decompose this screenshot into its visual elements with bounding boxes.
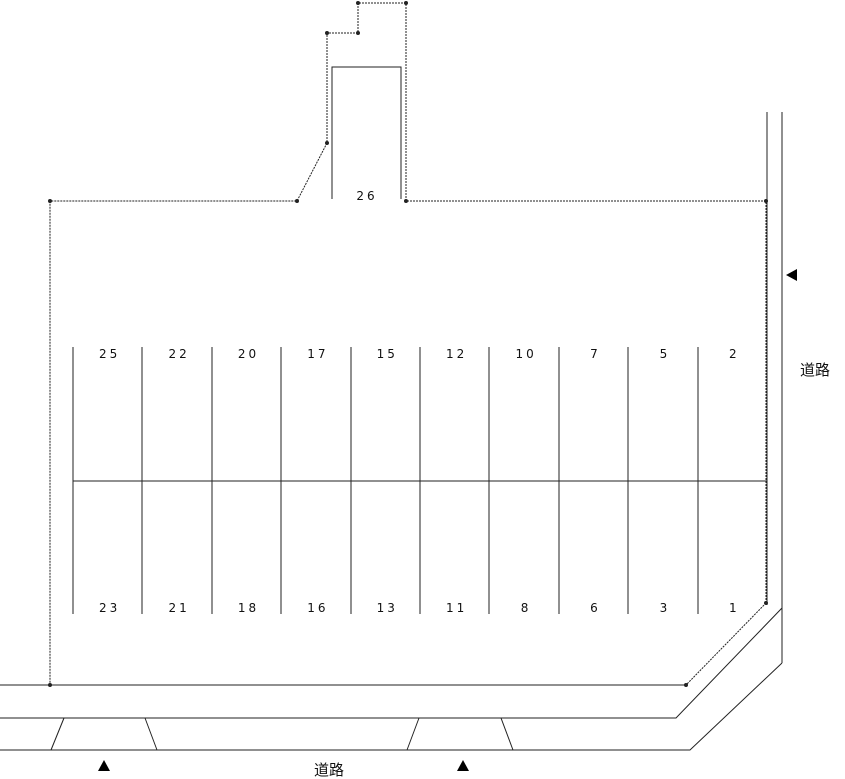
driveway-right [406,717,514,751]
space-label: 11 [446,601,467,615]
boundary-vertices [48,1,768,687]
space-label: 17 [307,347,328,361]
space-label: 22 [168,347,189,361]
space-label: 6 [590,601,601,615]
space-label: 2 [729,347,740,361]
space-26-label: 26 [356,189,377,203]
space-label: 18 [238,601,259,615]
bottom-road-edge-lower [0,662,783,751]
space-26-outline [331,66,402,199]
left-pointing-triangle-icon [786,269,797,281]
lot-boundary [49,2,767,686]
space-label: 1 [729,601,740,615]
road-label-right: 道路 [800,361,830,379]
space-label: 21 [168,601,189,615]
driveway-left [50,717,158,751]
space-label: 10 [515,347,536,361]
stall-grid [72,347,767,614]
space-label: 25 [99,347,120,361]
space-label: 13 [377,601,398,615]
space-labels-top: 25 22 20 17 15 12 10 7 5 2 [99,347,740,361]
bottom-road-edge-middle [0,607,783,719]
up-pointing-triangle-icon [457,760,469,771]
space-label: 15 [377,347,398,361]
road-label-bottom: 道路 [314,761,344,779]
space-labels-bottom: 23 21 18 16 13 11 8 6 3 1 [99,601,740,615]
space-label: 8 [521,601,532,615]
space-label: 7 [590,347,601,361]
space-label: 5 [660,347,671,361]
space-label: 12 [446,347,467,361]
space-label: 20 [238,347,259,361]
space-label: 16 [307,601,328,615]
up-pointing-triangle-icon [98,760,110,771]
space-label: 23 [99,601,120,615]
space-label: 3 [660,601,671,615]
